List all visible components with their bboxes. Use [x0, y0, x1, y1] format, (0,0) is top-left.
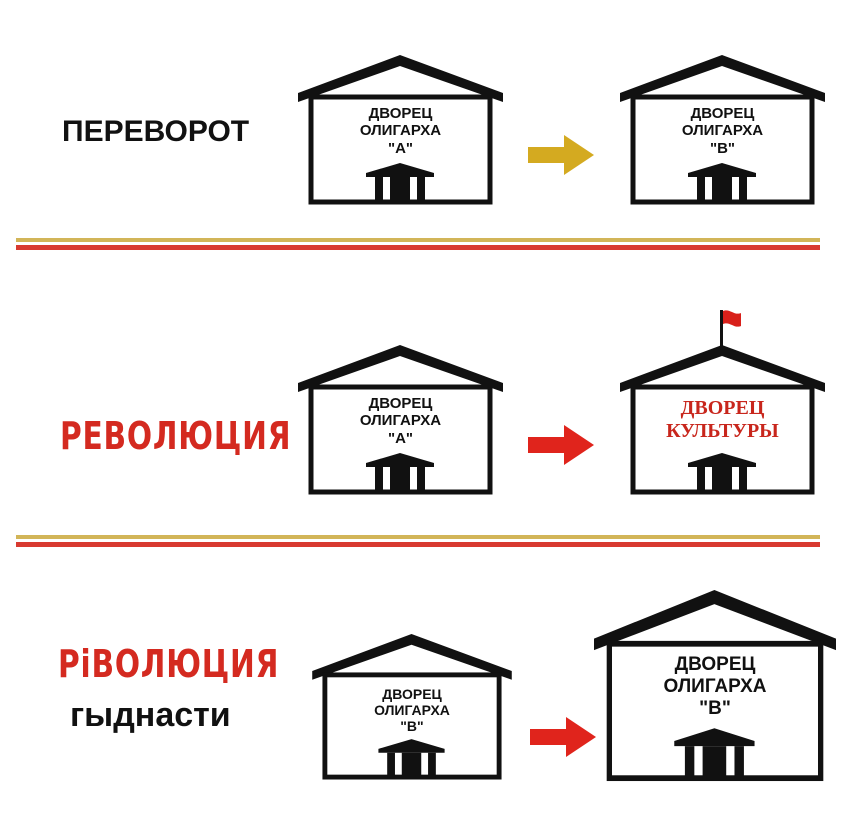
house-outline-icon [312, 634, 512, 780]
palace-house-oligarch-b: ДВОРЕЦ ОЛИГАРХА "В" [620, 55, 825, 205]
row-label-revolution: РЕВОЛЮЦИЯ [60, 414, 292, 458]
row-label-dignity-revolution: РiВОЛЮЦИЯ [58, 642, 280, 686]
palace-label: ДВОРЕЦ ОЛИГАРХА "А" [359, 395, 442, 447]
house-outline-icon [594, 590, 836, 782]
row-sublabel-dignity: гыднасти [70, 696, 231, 734]
palace-house-oligarch-b: ДВОРЕЦ ОЛИГАРХА "В" [312, 634, 512, 780]
palace-label: ДВОРЕЦ ОЛИГАРХА "В" [374, 686, 450, 735]
house-outline-icon [298, 55, 503, 205]
palace-label: ДВОРЕЦ ОЛИГАРХА "А" [359, 105, 442, 157]
palace-label: ДВОРЕЦ КУЛЬТУРЫ [666, 397, 779, 442]
section-divider [16, 535, 820, 547]
palace-house-culture: ДВОРЕЦ КУЛЬТУРЫ [620, 345, 825, 495]
arrow-right-icon [528, 135, 594, 175]
palace-label: ДВОРЕЦ ОЛИГАРХА "В" [663, 654, 767, 719]
house-outline-icon [620, 345, 825, 495]
flag-icon [720, 310, 741, 348]
section-divider [16, 238, 820, 250]
house-outline-icon [298, 345, 503, 495]
palace-label: ДВОРЕЦ ОЛИГАРХА "В" [681, 105, 764, 157]
palace-house-oligarch-b-large: ДВОРЕЦ ОЛИГАРХА "В" [594, 590, 836, 782]
arrow-right-icon [530, 717, 596, 757]
palace-house-oligarch-a: ДВОРЕЦ ОЛИГАРХА "А" [298, 345, 503, 495]
arrow-right-icon [528, 425, 594, 465]
house-outline-icon [620, 55, 825, 205]
palace-house-oligarch-a: ДВОРЕЦ ОЛИГАРХА "А" [298, 55, 503, 205]
row-label-coup: ПЕРЕВОРОТ [62, 115, 250, 148]
